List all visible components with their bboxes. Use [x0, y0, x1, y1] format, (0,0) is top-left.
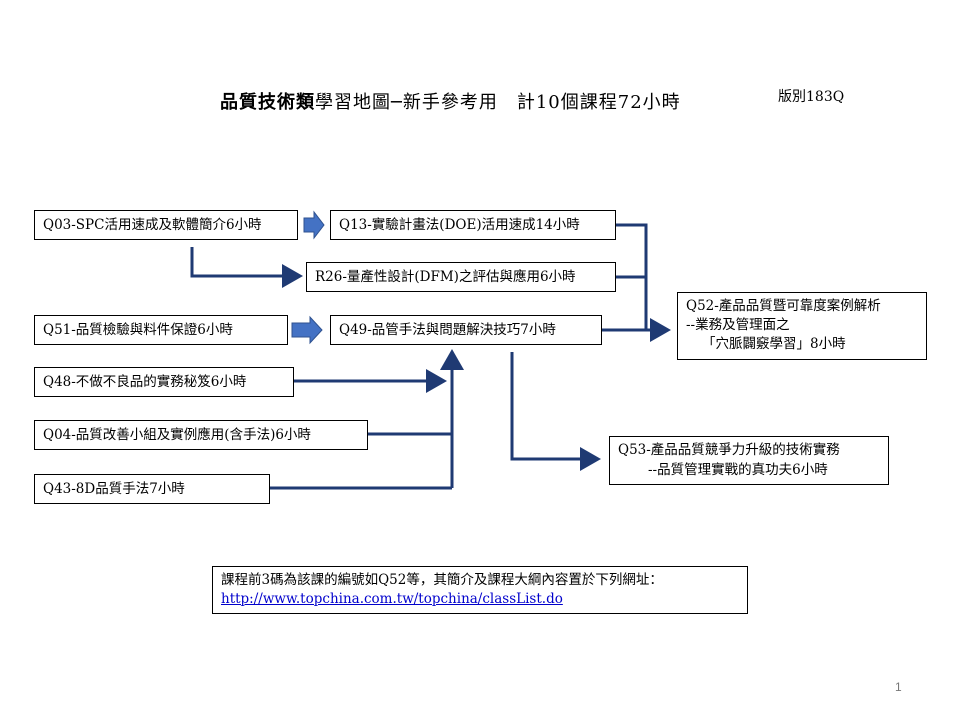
course-box-q43: Q43-8D品質手法7小時: [34, 474, 270, 504]
course-box-q13: Q13-實驗計畫法(DOE)活用速成14小時: [330, 210, 616, 240]
course-box-q04: Q04-品質改善小組及實例應用(含手法)6小時: [34, 420, 368, 450]
title-rest: 學習地圖─新手參考用 計10個課程72小時: [315, 92, 681, 113]
course-box-q48: Q48-不做不良品的實務秘笈6小時: [34, 367, 294, 397]
arrow-q03-to-r26: [190, 247, 303, 288]
block-arrow-q03-q13: [303, 210, 325, 240]
page-title: 品質技術類學習地圖─新手參考用 計10個課程72小時: [220, 88, 780, 114]
course-box-q52: Q52-產品品質暨可靠度案例解析 --業務及管理面之 「穴脈闢竅學習」8小時: [677, 292, 927, 360]
q53-line1: Q53-產品品質競爭力升級的技術實務: [618, 442, 840, 458]
q52-line2: --業務及管理面之: [686, 317, 790, 333]
course-box-q51: Q51-品質檢驗與料件保證6小時: [34, 315, 288, 345]
arrow-q49-to-q53: [510, 352, 601, 471]
course-label-r26: R26-量產性設計(DFM)之評估與應用6小時: [315, 269, 576, 285]
q52-line1: Q52-產品品質暨可靠度案例解析: [686, 298, 881, 314]
course-box-q03: Q03-SPC活用速成及軟體簡介6小時: [34, 210, 298, 240]
info-note-box: 課程前3碼為該課的編號如Q52等，其簡介及課程大綱內容置於下列網址： http:…: [212, 566, 748, 614]
course-label-q51: Q51-品質檢驗與料件保證6小時: [43, 322, 233, 338]
course-box-q53: Q53-產品品質競爭力升級的技術實務 --品質管理實戰的真功夫6小時: [609, 436, 889, 485]
course-label-q48: Q48-不做不良品的實務秘笈6小時: [43, 374, 247, 390]
q52-line3: 「穴脈闢竅學習」8小時: [702, 336, 846, 352]
title-bold: 品質技術類: [220, 92, 315, 113]
q53-line2: --品質管理實戰的真功夫6小時: [648, 462, 828, 478]
course-box-q49: Q49-品管手法與問題解決技巧7小時: [330, 315, 602, 345]
note-text: 課程前3碼為該課的編號如Q52等，其簡介及課程大綱內容置於下列網址：: [221, 572, 663, 588]
course-label-q43: Q43-8D品質手法7小時: [43, 481, 185, 497]
course-label-q13: Q13-實驗計畫法(DOE)活用速成14小時: [339, 217, 580, 233]
merge-q13: [616, 223, 648, 330]
block-arrow-q51-q49: [291, 315, 323, 345]
page-number: 1: [895, 680, 902, 694]
course-label-q03: Q03-SPC活用速成及軟體簡介6小時: [43, 217, 262, 233]
course-label-q04: Q04-品質改善小組及實例應用(含手法)6小時: [43, 427, 311, 443]
course-list-link[interactable]: http://www.topchina.com.tw/topchina/clas…: [221, 591, 563, 607]
course-label-q49: Q49-品管手法與問題解決技巧7小時: [339, 322, 556, 338]
course-box-r26: R26-量產性設計(DFM)之評估與應用6小時: [306, 262, 616, 292]
version-label: 版別183Q: [778, 89, 845, 105]
